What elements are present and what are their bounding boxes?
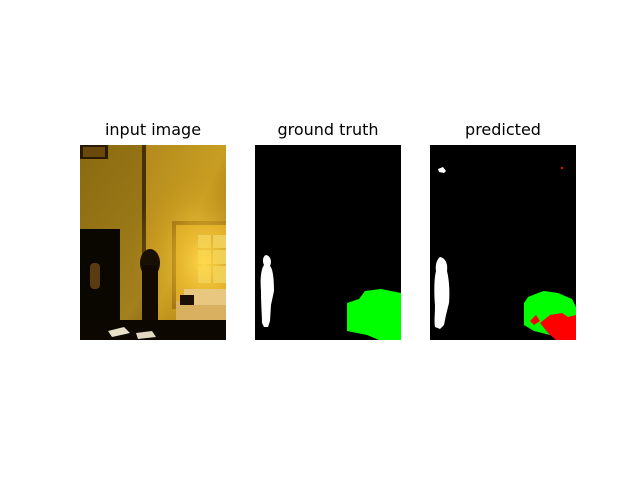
predicted-mask (430, 145, 576, 340)
person-region (434, 257, 450, 329)
input-image-title: input image (104, 120, 202, 139)
ground-truth-mask (255, 145, 401, 340)
person-region (260, 255, 274, 327)
sofa-region (347, 289, 401, 340)
error-region (540, 313, 576, 340)
speck-error (561, 167, 563, 169)
ground-truth-title: ground truth (277, 120, 379, 139)
predicted-title: predicted (465, 120, 541, 139)
error-region-small (530, 315, 540, 325)
input-image (80, 145, 226, 340)
speck-region (438, 167, 446, 173)
room-photo (80, 145, 226, 340)
